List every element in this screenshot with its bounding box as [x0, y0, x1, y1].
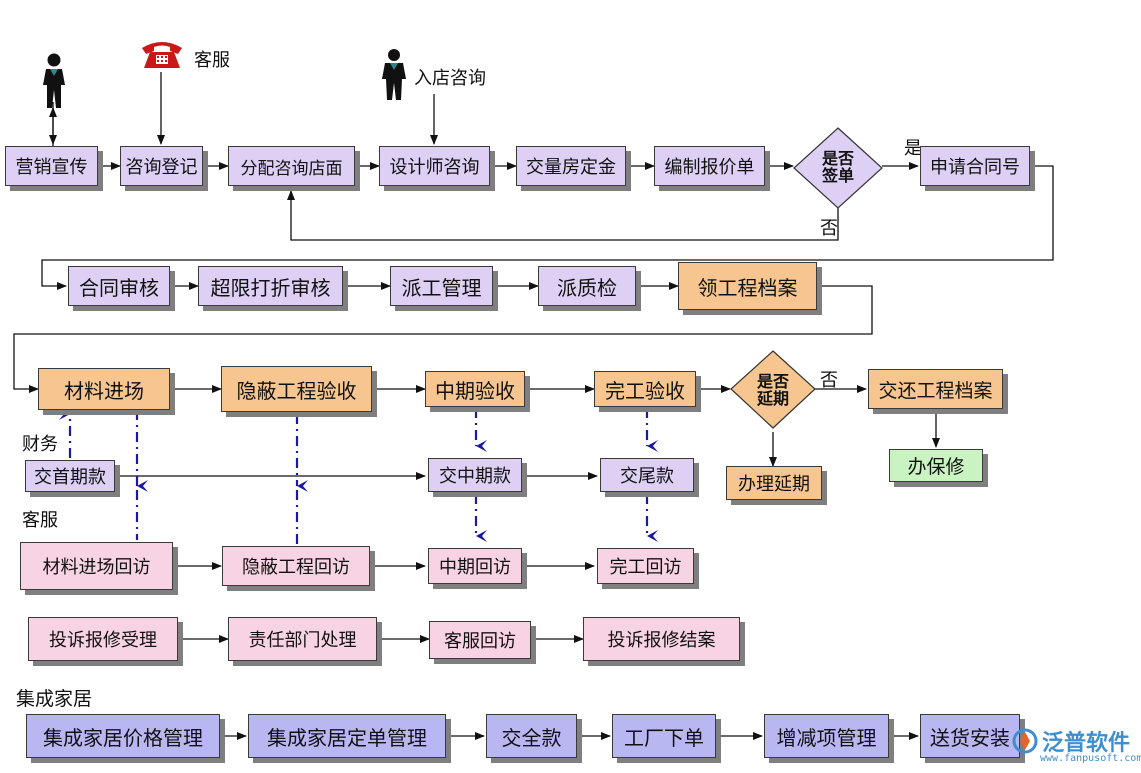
node-factory-order: 工厂下单	[612, 714, 716, 758]
node-full-payment: 交全款	[486, 714, 577, 758]
node-dept-handle: 责任部门处理	[228, 617, 377, 661]
node-marketing: 营销宣传	[5, 146, 98, 186]
node-final-visit: 完工回访	[597, 548, 694, 584]
node-house-deposit: 交量房定金	[516, 146, 626, 186]
telephone-icon	[142, 42, 182, 68]
node-cs-visit: 客服回访	[429, 621, 531, 659]
node-material-entry: 材料进场	[38, 368, 170, 410]
brand-logo: 泛普软件	[1012, 725, 1130, 757]
node-home-order-mgmt: 集成家居定单管理	[248, 714, 446, 758]
node-mid-payment: 交中期款	[428, 458, 522, 492]
delay-decision-line1: 是否	[756, 372, 789, 391]
no-label-sign: 否	[820, 218, 838, 239]
node-complaint-accept: 投诉报修受理	[28, 617, 178, 661]
node-get-archive: 领工程档案	[678, 262, 817, 310]
no-label-delay: 否	[820, 370, 838, 391]
node-material-visit: 材料进场回访	[20, 542, 173, 590]
node-final-payment: 交尾款	[600, 458, 694, 492]
node-home-price-mgmt: 集成家居价格管理	[26, 714, 220, 758]
logo-url: www.fanpusoft.com	[1040, 753, 1141, 764]
node-delivery-install: 送货安装	[920, 714, 1020, 758]
node-quotation: 编制报价单	[654, 146, 765, 186]
node-change-mgmt: 增减项管理	[764, 714, 889, 758]
node-quality-check: 派质检	[538, 266, 636, 306]
logo-mark-icon	[1012, 728, 1038, 754]
delay-decision-diamond	[730, 350, 816, 429]
walk-in-label: 入店咨询	[414, 68, 486, 89]
sign-decision-line2: 签单	[821, 166, 854, 185]
delay-decision-label: 是否 延期	[743, 373, 803, 407]
finance-lane-label: 财务	[22, 434, 58, 455]
node-final-acceptance: 完工验收	[594, 371, 696, 407]
node-assign-store: 分配咨询店面	[228, 146, 355, 186]
logo-text: 泛普软件	[1042, 731, 1131, 756]
node-over-discount-review: 超限打折审核	[198, 266, 343, 306]
customer-service-phone-label: 客服	[194, 50, 230, 71]
node-hidden-acceptance: 隐蔽工程验收	[221, 366, 372, 412]
delay-decision-line2: 延期	[756, 389, 789, 408]
node-designer-consult: 设计师咨询	[379, 146, 490, 186]
node-warranty: 办保修	[889, 449, 983, 482]
node-mid-visit: 中期回访	[428, 548, 522, 584]
node-handle-delay: 办理延期	[726, 466, 822, 500]
node-first-payment: 交首期款	[25, 460, 115, 492]
person-icon	[43, 53, 65, 108]
node-contract-review: 合同审核	[68, 266, 170, 306]
yes-label: 是	[904, 138, 922, 159]
sign-decision-label: 是否 签单	[808, 150, 868, 184]
customer-service-lane-label: 客服	[22, 510, 58, 531]
node-complaint-close: 投诉报修结案	[583, 617, 740, 661]
node-return-archive: 交还工程档案	[868, 369, 1003, 409]
integrated-home-lane-label: 集成家居	[16, 688, 93, 710]
node-dispatch: 派工管理	[390, 266, 493, 306]
node-hidden-visit: 隐蔽工程回访	[222, 546, 370, 586]
node-inquiry-register: 咨询登记	[120, 146, 203, 186]
walk-in-person-icon	[382, 49, 406, 100]
node-apply-contract: 申请合同号	[920, 146, 1030, 186]
sign-decision-diamond	[793, 127, 883, 209]
node-mid-acceptance: 中期验收	[425, 371, 525, 407]
sign-decision-line1: 是否	[821, 149, 854, 168]
